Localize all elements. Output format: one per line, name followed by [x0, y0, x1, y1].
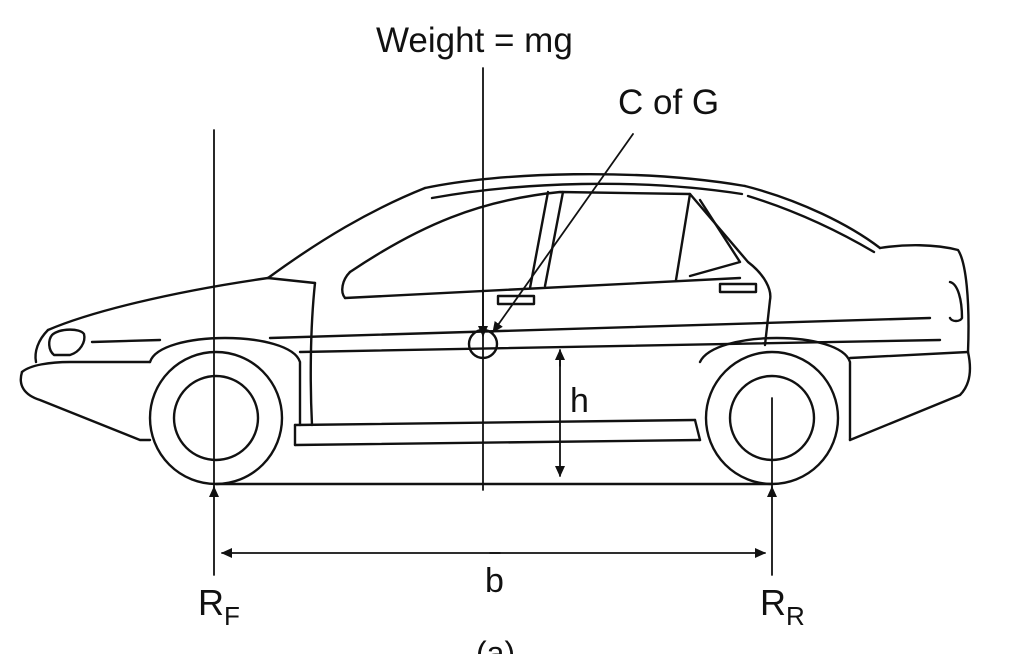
rear-reaction-main: R: [760, 582, 786, 623]
car-side-outline-icon: [19, 172, 972, 447]
caption-partial: (a): [476, 635, 515, 654]
cog-leader-arrow-icon: [492, 133, 634, 333]
front-reaction-sub: F: [224, 601, 240, 631]
weight-label: Weight = mg: [376, 21, 573, 60]
front-wheel-icon: [148, 350, 284, 486]
front-reaction-label: RF: [198, 582, 240, 631]
wheelbase-label: b: [485, 562, 504, 600]
height-label: h: [570, 382, 589, 420]
front-reaction-main: R: [198, 582, 224, 623]
rear-reaction-label: RR: [760, 582, 805, 631]
cog-marker-icon: [467, 328, 499, 360]
cog-label: C of G: [618, 83, 719, 122]
rear-reaction-sub: R: [786, 601, 805, 631]
